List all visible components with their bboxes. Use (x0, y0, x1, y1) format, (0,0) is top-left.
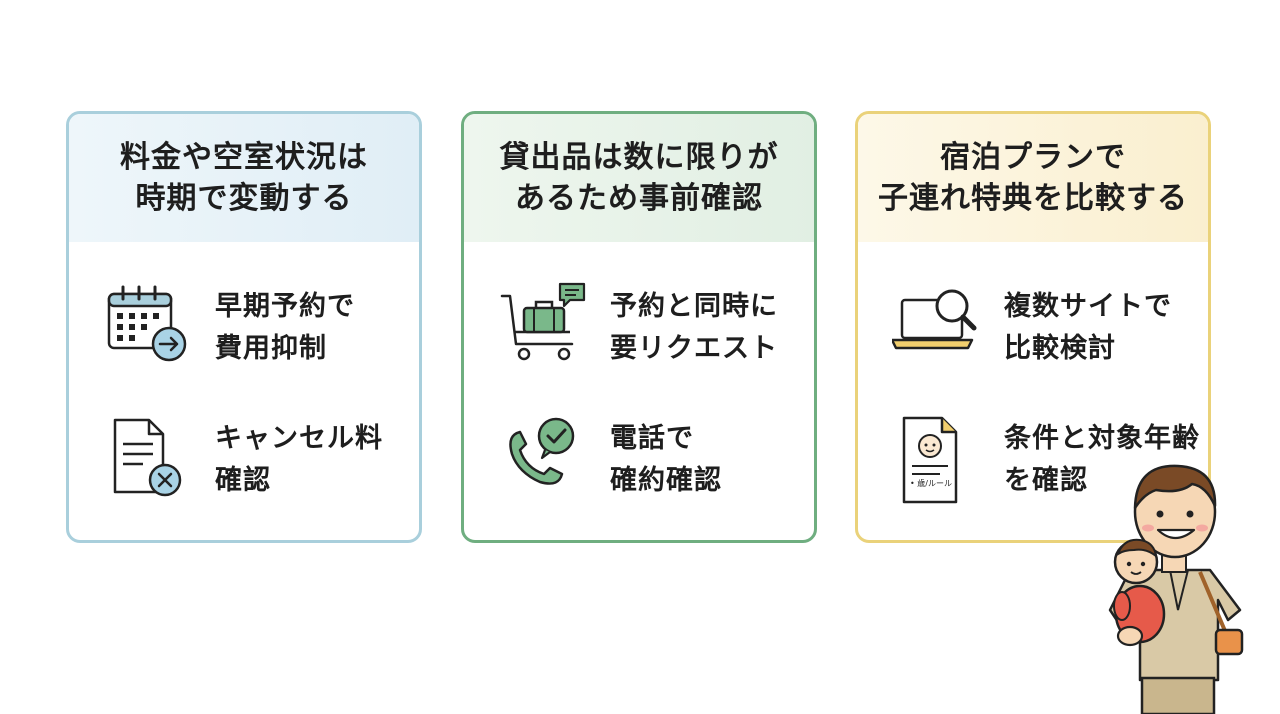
luggage-cart-icon (500, 282, 586, 361)
parent-with-baby-illustration (1108, 464, 1244, 714)
card-title: 料金や空室状況は 時期で変動する (69, 114, 419, 242)
phone-check-icon (509, 417, 575, 485)
calendar-arrow-icon (107, 285, 187, 362)
document-label: • 歳/ルール (910, 478, 952, 488)
list-item: 電話で 確約確認 (464, 406, 814, 502)
card-title: 貸出品は数に限りが あるため事前確認 (464, 114, 814, 242)
list-item: キャンセル料 確認 (69, 406, 419, 502)
card-pricing: 料金や空室状況は 時期で変動する 早期予約で 費用抑制 (66, 111, 422, 543)
document-cancel-icon (113, 418, 182, 497)
list-item: 予約と同時に 要リクエスト (464, 274, 814, 370)
card-title: 宿泊プランで 子連れ特典を比較する (858, 114, 1208, 242)
list-item: 早期予約で 費用抑制 (69, 274, 419, 370)
laptop-search-icon (892, 289, 977, 350)
card-rentals: 貸出品は数に限りが あるため事前確認 予約と同時に 要リクエスト (461, 111, 817, 543)
baby-document-icon: • 歳/ルール (902, 416, 958, 504)
card-plans: 宿泊プランで 子連れ特典を比較する 複数サイトで 比較検討 • 歳/ルール 条件… (855, 111, 1211, 543)
list-item: 複数サイトで 比較検討 (858, 274, 1208, 370)
list-item: • 歳/ルール 条件と対象年齢 を確認 (858, 406, 1208, 504)
